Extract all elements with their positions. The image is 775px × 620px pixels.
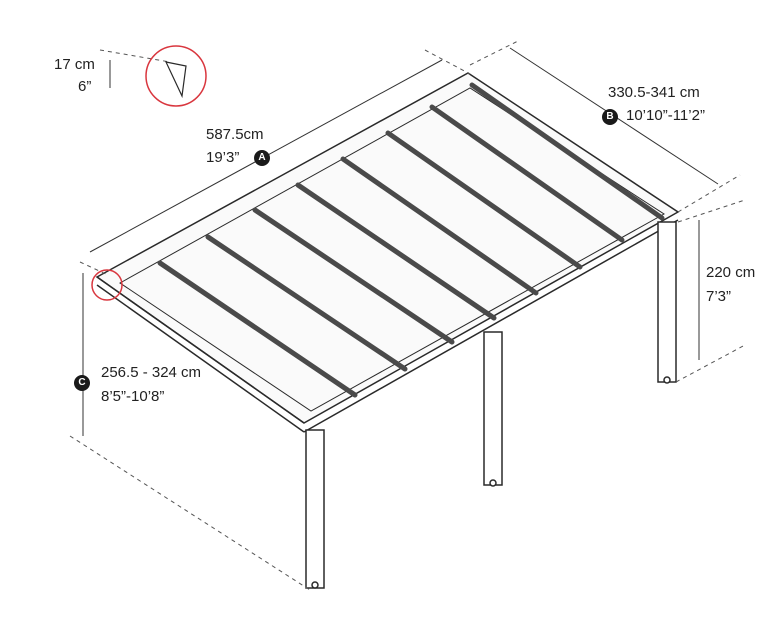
- post-foot: [663, 376, 671, 384]
- dash: [677, 199, 746, 223]
- slope-detail-bracket: [164, 61, 187, 99]
- rear-height-metric: 220 cm: [706, 264, 756, 281]
- roof-panel: [340, 156, 539, 296]
- depth-metric: 330.5-341 cm: [608, 84, 700, 101]
- roof-inner-edge: [119, 87, 665, 412]
- slope-metric: 17 cm: [54, 56, 95, 73]
- rear-height-imperial: 7’3”: [706, 288, 732, 305]
- roof-front-fascia: [96, 276, 305, 424]
- posts: [305, 221, 677, 589]
- roof-panels: [157, 82, 665, 398]
- length-imperial: 19’3”: [206, 149, 240, 166]
- length-metric: 587.5cm: [206, 126, 264, 143]
- roof-panel: [295, 182, 497, 321]
- dash: [424, 49, 471, 75]
- dash: [79, 261, 109, 276]
- slope-imperial: 6”: [78, 78, 92, 95]
- rear-right-post: [657, 221, 677, 383]
- slope-detail-circle: [145, 45, 207, 107]
- post-foot: [311, 581, 319, 589]
- roof-side-fascia: [303, 219, 679, 433]
- dash: [99, 49, 171, 63]
- roof-panel: [385, 130, 583, 270]
- roof-panel: [429, 104, 625, 243]
- front-middle-post: [483, 331, 503, 486]
- dimension-dashes: [69, 39, 746, 591]
- length-badge: A: [254, 150, 270, 166]
- front-height-badge: C: [74, 375, 90, 391]
- post-foot: [489, 479, 497, 487]
- roof-panel: [469, 82, 665, 221]
- depth-badge: B: [602, 109, 618, 125]
- roof-front-fascia-lower: [96, 284, 305, 433]
- roof-panel: [252, 207, 455, 345]
- roof-panel: [157, 260, 358, 398]
- dash: [69, 435, 311, 591]
- front-left-post: [305, 429, 325, 589]
- dash: [677, 174, 741, 213]
- dash: [469, 39, 521, 66]
- depth-imperial: 10’10”-11’2”: [626, 107, 705, 124]
- front-corner-circle: [91, 269, 123, 301]
- roof-panel: [205, 234, 408, 372]
- front-height-metric: 256.5 - 324 cm: [101, 364, 202, 381]
- dash: [675, 344, 746, 383]
- front-height-imperial: 8’5”-10’8”: [101, 388, 165, 405]
